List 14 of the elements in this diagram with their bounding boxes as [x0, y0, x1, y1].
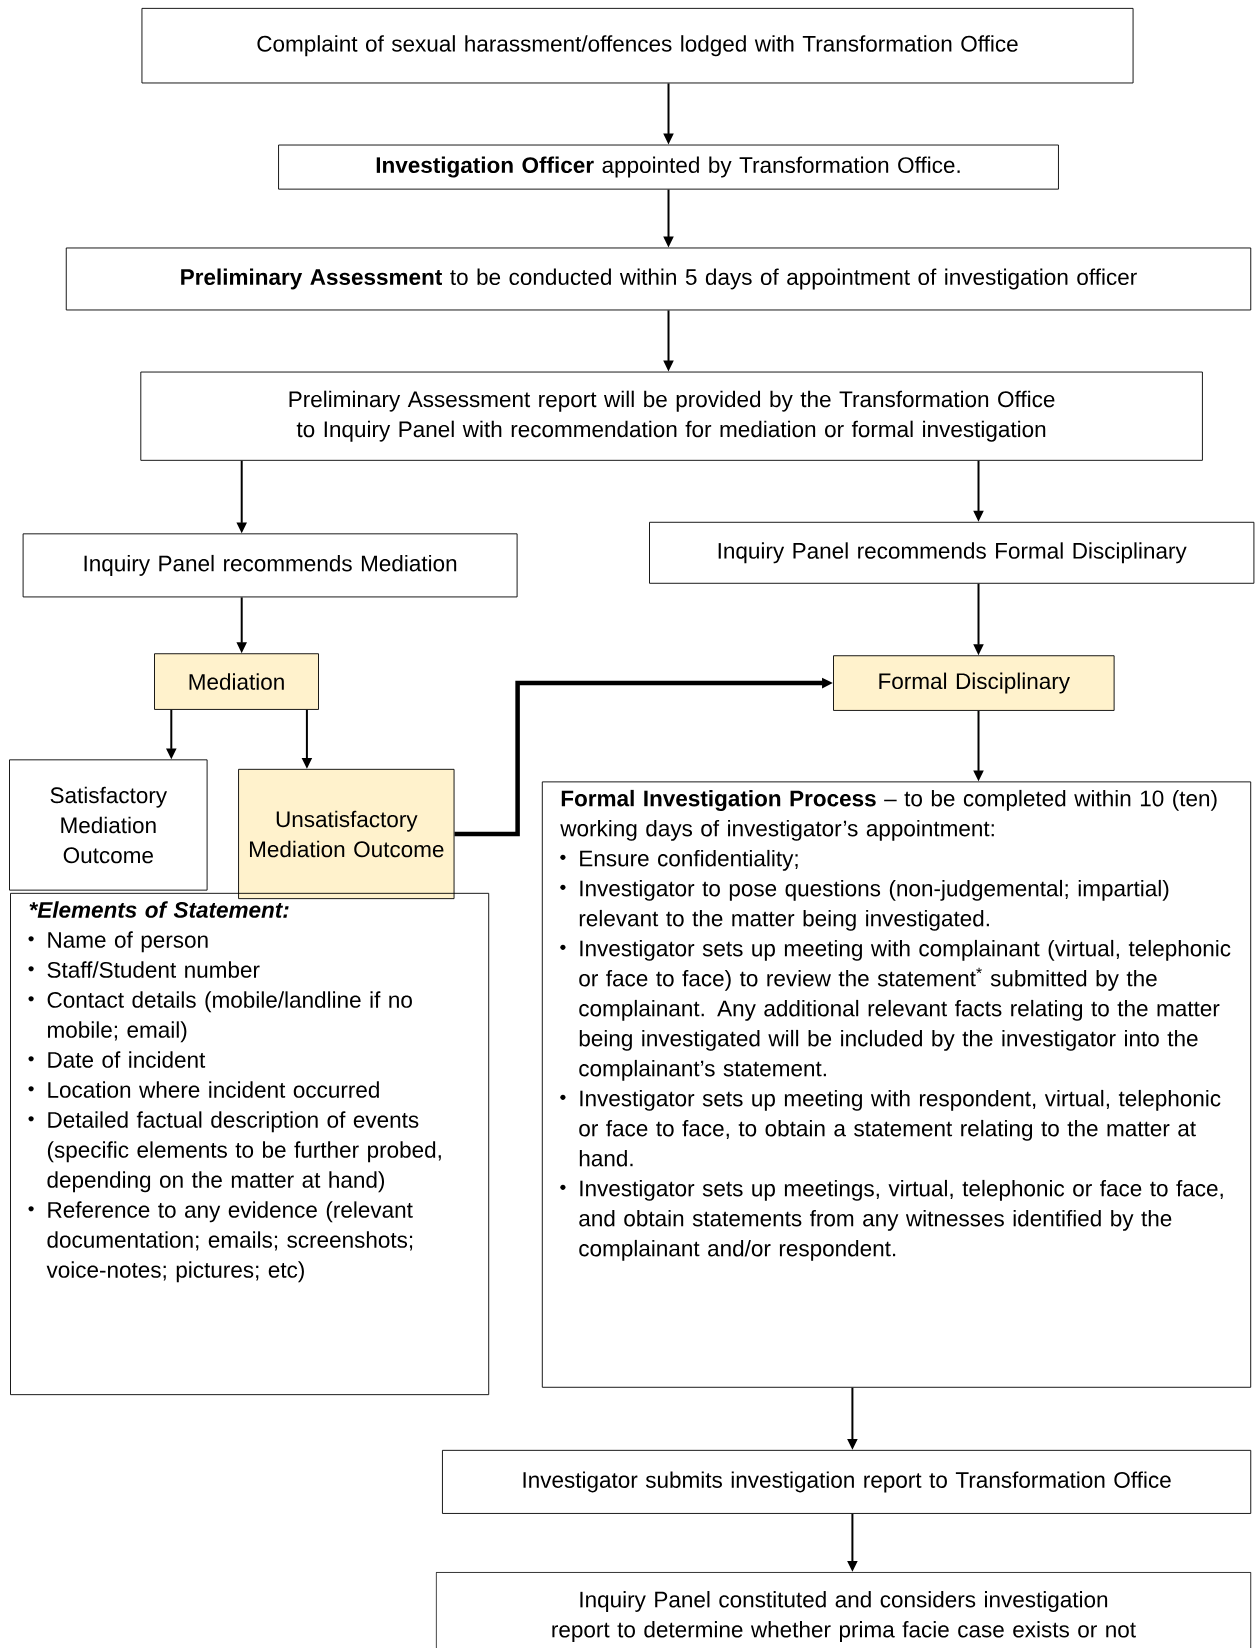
highlighted-box: Formal Disciplinary — [833, 655, 1115, 711]
list-box: *Elements of Statement: Name of person Staff/Student number Contact details (mobile/landline if no mobile; email) Date of incident Location where incident occurred Detailed factual description of events (specific elements to be further probed, depending on the matter at hand) Reference to any evidence (relevant documentation; emails; screenshots; voice-notes; pictures; etc) — [10, 892, 490, 1396]
highlighted-box: Mediation — [154, 653, 319, 710]
highlighted-box: Unsatisfactory Mediation Outcome — [238, 768, 455, 900]
process-box: Preliminary Assessment report will be provided by the Transformation Office to Inquiry Panel with recommendation for mediation or formal investigation — [140, 371, 1203, 461]
process-box: Inquiry Panel recommends Mediation — [22, 533, 518, 598]
list-box: Formal Investigation Process – to be completed within 10 (ten) working days of investigator’s appointment: Ensure confidentiality; Investigator to pose questions (non-judgemental; impartial) relevant to the matter being investigated. Investigator sets up meeting with complainant (virtual, telephonic or face to face) to review the statement$^{*}$ submitted by the complainant. Any additional relevant facts relating to the matter being investigated will be included by the investigator into the complainant’s statement. Investigator sets up meeting with respondent, virtual, telephonic or face to face, to obtain a statement relating to the matter at hand. Investigator sets up meetings, virtual, telephonic or face to face, and obtain statements from any witnesses identified by the complainant and/or respondent. — [541, 781, 1252, 1388]
process-box: Complaint of sexual harassment/offences lodged with Transformation Office — [141, 7, 1134, 84]
process-box: Investigation Officer appointed by Transformation Office. — [278, 144, 1059, 190]
process-box: Investigator submits investigation report to Transformation Office — [442, 1449, 1252, 1514]
process-box: Inquiry Panel recommends Formal Disciplinary — [649, 521, 1255, 584]
process-box: Preliminary Assessment to be conducted within 5 days of appointment of investigation officer — [65, 247, 1252, 311]
outcome-box: Satisfactory Mediation Outcome — [9, 759, 208, 891]
process-box: Inquiry Panel constituted and considers investigation report to determine whether prima facie case exists or not — [435, 1571, 1252, 1648]
